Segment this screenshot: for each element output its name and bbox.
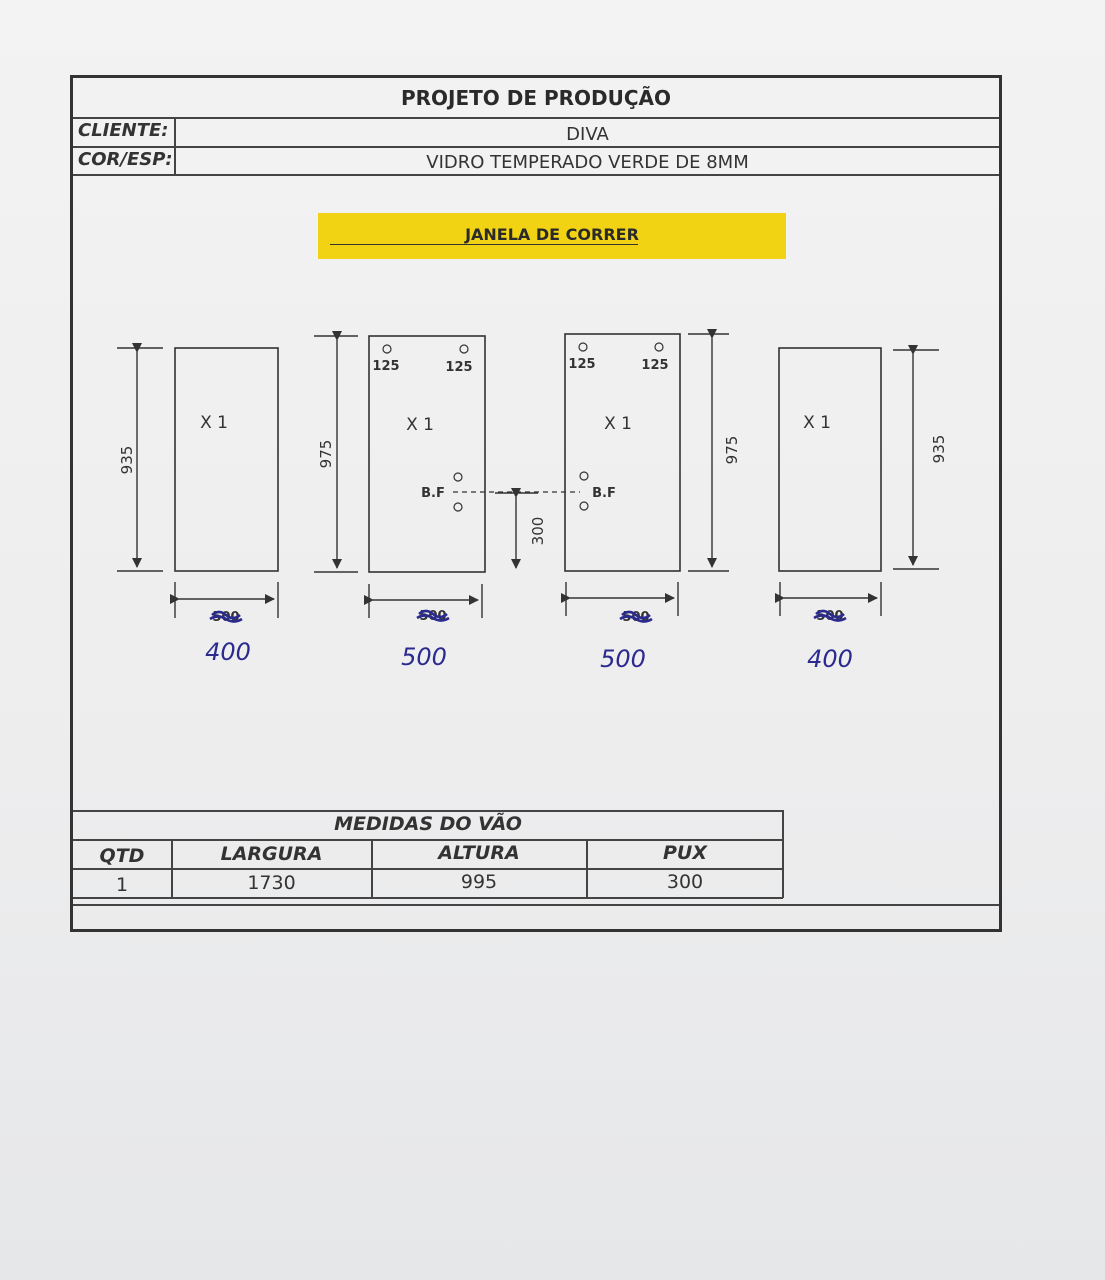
panel-2-scribble (416, 609, 450, 622)
table-divider (73, 839, 783, 841)
table-divider (73, 868, 783, 870)
panel-3-height-label: 975 (723, 436, 741, 465)
panel-1-width-handwritten: 400 (205, 638, 251, 666)
cell-pux: 300 (666, 871, 704, 893)
panel-4: 935 X 1 500 400 (775, 345, 948, 673)
panel-3: 975 125 125 X 1 B.F 500 500 (561, 329, 741, 673)
panel-2-qty: X 1 (406, 415, 434, 435)
panel-4-outline (778, 347, 882, 572)
panel-2-lock-hole-bottom-icon (453, 502, 463, 512)
table-column-divider (371, 839, 373, 898)
panel-4-scribble (813, 609, 847, 622)
cell-largura: 1730 (247, 872, 296, 894)
panel-4-qty: X 1 (803, 413, 831, 433)
panel-1: 935 X 1 500 400 (117, 343, 279, 666)
product-banner: JANELA DE CORRER (318, 213, 786, 259)
panel-1-height-label: 935 (118, 446, 136, 475)
panel-3-hole-left-label: 125 (568, 357, 595, 372)
material-value: VIDRO TEMPERADO VERDE DE 8MM (426, 152, 749, 173)
panel-2-height-label: 975 (317, 440, 335, 469)
table-top-border (73, 810, 783, 812)
panel-3-lock-hole-bottom-icon (579, 501, 589, 511)
panel-1-outline (174, 347, 279, 572)
cell-altura: 995 (460, 871, 498, 893)
panel-1-qty: X 1 (200, 413, 228, 433)
table-column-divider (586, 839, 588, 898)
panel-2-hole-right-icon (459, 344, 469, 354)
client-value: DIVA (566, 124, 609, 145)
header-qtd: QTD (99, 845, 145, 867)
panel-2-hole-left-label: 125 (372, 359, 399, 374)
measures-title: MEDIDAS DO VÃO (334, 813, 522, 835)
panel-2-hole-left-icon (382, 344, 392, 354)
panel-3-bf-label: B.F (592, 486, 616, 501)
panel-2-bf-label: B.F (421, 486, 445, 501)
table-right-border (782, 810, 784, 898)
panel-4-height-label: 935 (930, 435, 948, 464)
center-lock-dimension: 300 (453, 488, 580, 569)
panel-3-scribble (619, 610, 653, 623)
panel-2-width-handwritten: 500 (401, 643, 447, 671)
product-name: JANELA DE CORRER (465, 225, 639, 244)
panel-2-hole-right-label: 125 (445, 360, 472, 375)
header-column-divider (174, 117, 176, 174)
panel-3-hole-right-label: 125 (641, 358, 668, 373)
table-column-divider (171, 839, 173, 898)
header-divider (73, 117, 999, 119)
panel-3-hole-left-icon (578, 342, 588, 352)
header-altura: ALTURA (438, 842, 520, 864)
table-bottom-line (73, 904, 999, 906)
lock-height-label: 300 (529, 517, 547, 546)
header-largura: LARGURA (220, 843, 323, 865)
panel-3-hole-right-icon (654, 342, 664, 352)
panel-3-width-handwritten: 500 (600, 645, 646, 673)
header-divider (73, 146, 999, 148)
banner-underline (330, 244, 638, 245)
panel-3-outline (564, 333, 681, 572)
cell-qtd: 1 (115, 874, 129, 896)
material-label: COR/ESP: (78, 149, 173, 170)
panel-3-lock-hole-top-icon (579, 471, 589, 481)
panel-1-scribble (209, 610, 243, 623)
panel-4-width-handwritten: 400 (807, 645, 853, 673)
panel-2-outline (368, 335, 486, 573)
header-pux: PUX (662, 842, 707, 864)
table-divider (73, 897, 783, 899)
form-title: PROJETO DE PRODUÇÃO (400, 86, 672, 110)
panel-2-lock-hole-top-icon (453, 472, 463, 482)
header-divider (73, 174, 999, 176)
panel-2: 975 125 125 X 1 B.F 500 500 (314, 331, 486, 671)
panel-3-qty: X 1 (604, 414, 632, 434)
production-form-frame (70, 75, 1002, 932)
client-label: CLIENTE: (78, 120, 169, 141)
